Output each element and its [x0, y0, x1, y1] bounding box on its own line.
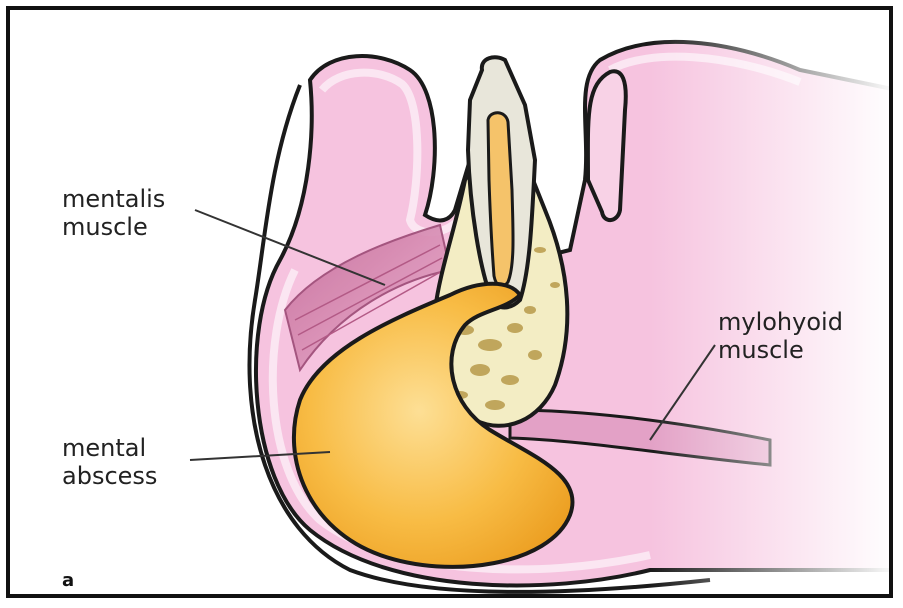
label-line: abscess	[62, 462, 157, 490]
label-line: mylohyoid	[718, 308, 843, 336]
figure-frame: mentalis muscle mylohyoid muscle mental …	[6, 6, 893, 598]
label-line: mentalis	[62, 185, 165, 213]
label-line: muscle	[62, 213, 165, 241]
anatomy-illustration	[10, 10, 893, 598]
label-line: mental	[62, 434, 157, 462]
mental-abscess-label: mental abscess	[62, 434, 157, 490]
mylohyoid-muscle-label: mylohyoid muscle	[718, 308, 843, 364]
pulp-canal	[488, 113, 513, 287]
panel-letter: a	[62, 570, 74, 591]
label-line: muscle	[718, 336, 843, 364]
mentalis-muscle-label: mentalis muscle	[62, 185, 165, 241]
